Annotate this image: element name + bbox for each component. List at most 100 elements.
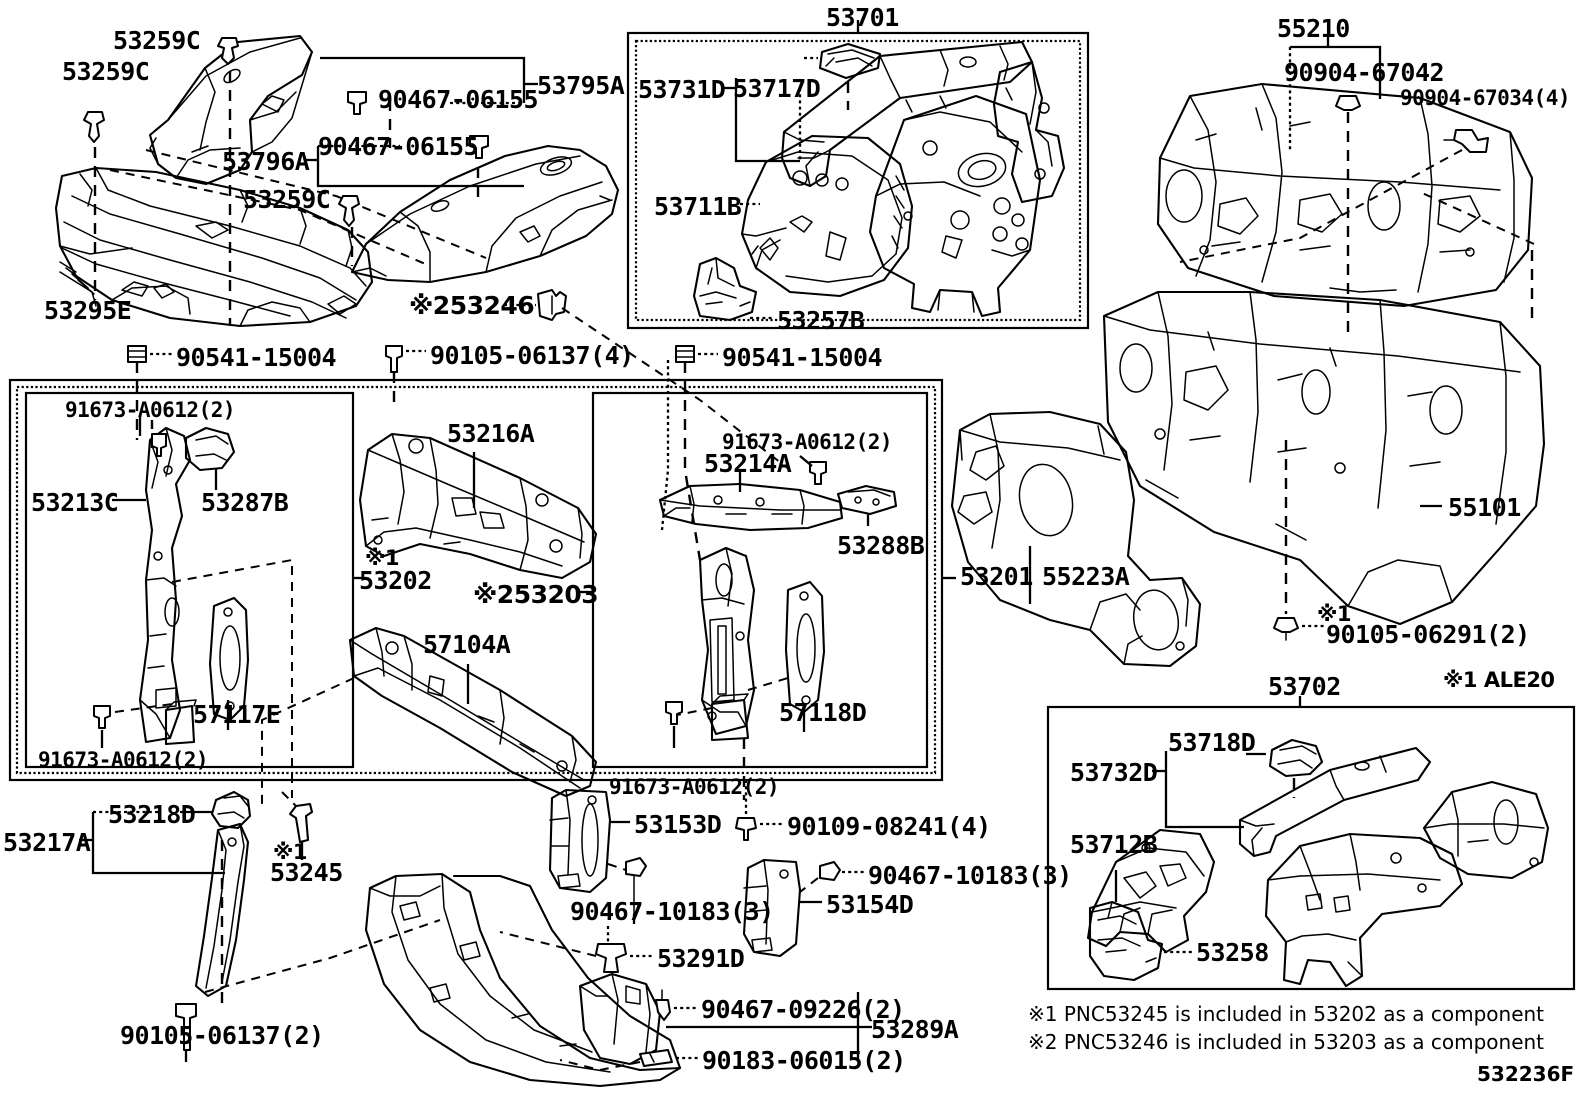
- part-53153D-drawing: [548, 788, 612, 894]
- label-53259C-left: 53259C: [62, 57, 150, 86]
- group-box-53201: [8, 378, 956, 782]
- fastener-91673-A0612-d: [665, 701, 683, 725]
- fastener-91673-A0612-b: [93, 705, 111, 729]
- label-57104A: 57104A: [423, 630, 511, 659]
- group-box-53203: [579, 391, 929, 769]
- fastener-90183-06015-2: [639, 1049, 673, 1067]
- fastener-53259C-left: [83, 111, 105, 143]
- part-53203-small-block: [710, 693, 750, 742]
- group-box-53701: [626, 20, 1090, 330]
- label-90183-06015-2: 90183-06015(2): [702, 1046, 906, 1075]
- label-53154D: 53154D: [826, 890, 914, 919]
- label-53287B: 53287B: [201, 488, 289, 517]
- label-90904-67042: 90904-67042: [1284, 58, 1445, 87]
- part-53718D-drawing: [1268, 738, 1324, 778]
- assembly-path-b: [145, 149, 487, 259]
- fastener-91673-A0612-a: [151, 433, 167, 457]
- label-91673-A0612-a: 91673-A0612(2): [65, 398, 236, 422]
- fastener-90105-06291-2: [1273, 617, 1299, 641]
- part-53288B-drawing: [836, 484, 898, 516]
- label-53246: ※253246: [409, 291, 535, 320]
- fastener-90467-10183-b: [819, 861, 841, 881]
- label-90105-06137-2: 90105-06137(2): [120, 1021, 324, 1050]
- assembly-path-right: [1419, 191, 1535, 245]
- label-53291D: 53291D: [657, 944, 745, 973]
- label-53289A: 53289A: [871, 1015, 959, 1044]
- label-53717D: 53717D: [733, 74, 821, 103]
- part-53258-drawing: [1088, 900, 1164, 982]
- part-53711B-drawing: [740, 134, 914, 298]
- label-53259C-mid: 53259C: [243, 185, 331, 214]
- label-53288B: 53288B: [837, 531, 925, 560]
- part-53214A-drawing: [658, 482, 844, 532]
- part-53295E-drawing: [54, 166, 374, 328]
- part-53717D-drawing: [818, 42, 882, 80]
- part-53154D-drawing: [742, 858, 802, 958]
- part-55101-drawing: [1102, 290, 1546, 626]
- fastener-90904-67034-4: [1453, 129, 1489, 153]
- assembly-path-53203-b: [671, 707, 713, 717]
- fastener-53259C-mid: [338, 195, 360, 227]
- bracket-53731D: [722, 78, 800, 163]
- label-53218D: 53218D: [108, 800, 196, 829]
- part-53213C-drawing: [138, 426, 192, 744]
- leader-91673-c: [799, 455, 813, 467]
- part-53245-drawing: [288, 802, 314, 844]
- label-90541-15004-a: 90541-15004: [176, 343, 337, 372]
- part-53701-main-body: [868, 94, 1042, 318]
- label-55101: 55101: [1448, 493, 1521, 522]
- label-53796A: 53796A: [222, 147, 310, 176]
- label-53258: 53258: [1196, 938, 1269, 967]
- label-90105-06291-2: 90105-06291(2): [1326, 620, 1530, 649]
- footnote-1: ※1 PNC53245 is included in 53202 as a co…: [1028, 1002, 1545, 1026]
- fastener-91673-A0612-c: [809, 461, 827, 485]
- label-90467-09226-2: 90467-09226(2): [701, 995, 905, 1024]
- part-53218D-drawing: [210, 790, 252, 830]
- part-53289A-drawing: [364, 872, 682, 1088]
- group-box-53702: [1046, 696, 1576, 991]
- label-53701: 53701: [826, 3, 899, 32]
- label-mark1-c: ※1: [273, 840, 308, 864]
- assembly-path-90183: [559, 1059, 641, 1072]
- fastener-90109-08241-4: [735, 817, 757, 841]
- part-53702-main-body: [1264, 832, 1464, 988]
- label-90467-06155-a: 90467-06155: [378, 85, 539, 114]
- label-53216A: 53216A: [447, 419, 535, 448]
- label-90109-08241-4: 90109-08241(4): [787, 812, 991, 841]
- label-53213C: 53213C: [31, 488, 119, 517]
- fastener-90467-10183-a: [625, 857, 647, 915]
- part-53257B-drawing: [692, 256, 758, 322]
- label-57117E: 57117E: [193, 700, 281, 729]
- part-57117E-drawing: [208, 596, 250, 722]
- fastener-90105-06137-2: [175, 1003, 197, 1051]
- bracket-55210: [1288, 34, 1382, 150]
- fastener-53246: [537, 289, 567, 321]
- bracket-53796A: [304, 144, 524, 188]
- label-53202: 53202: [359, 566, 432, 595]
- label-90467-06155-b: 90467-06155: [318, 132, 479, 161]
- part-53201-side-member: [698, 546, 756, 736]
- fastener-90904-67042: [1335, 95, 1361, 111]
- label-53731D: 53731D: [638, 75, 726, 104]
- assembly-path-90904-67034: [1179, 149, 1463, 263]
- fastener-53259C-top: [217, 37, 239, 65]
- label-53214A: 53214A: [704, 449, 792, 478]
- label-53203: ※253203: [473, 580, 599, 609]
- fastener-53291D: [595, 943, 627, 973]
- label-91673-A0612-d: 91673-A0612(2): [609, 775, 780, 799]
- fastener-90541-15004-a: [127, 345, 147, 363]
- label-90904-67034-4: 90904-67034(4): [1400, 86, 1571, 110]
- bracket-53732D: [1152, 751, 1244, 829]
- label-mark1-b: ※1: [365, 546, 400, 570]
- part-57118D-drawing: [784, 580, 826, 714]
- label-53245: 53245: [270, 858, 343, 887]
- part-53732D-drawing: [1238, 746, 1432, 858]
- label-90105-06137-4: 90105-06137(4): [430, 341, 634, 370]
- footnote-2: ※2 PNC53246 is included in 53203 as a co…: [1028, 1030, 1545, 1054]
- fastener-90541-15004-b: [675, 345, 695, 363]
- label-53257B: 53257B: [777, 306, 865, 335]
- fastener-90467-06155-b: [469, 135, 489, 159]
- label-53153D: 53153D: [634, 810, 722, 839]
